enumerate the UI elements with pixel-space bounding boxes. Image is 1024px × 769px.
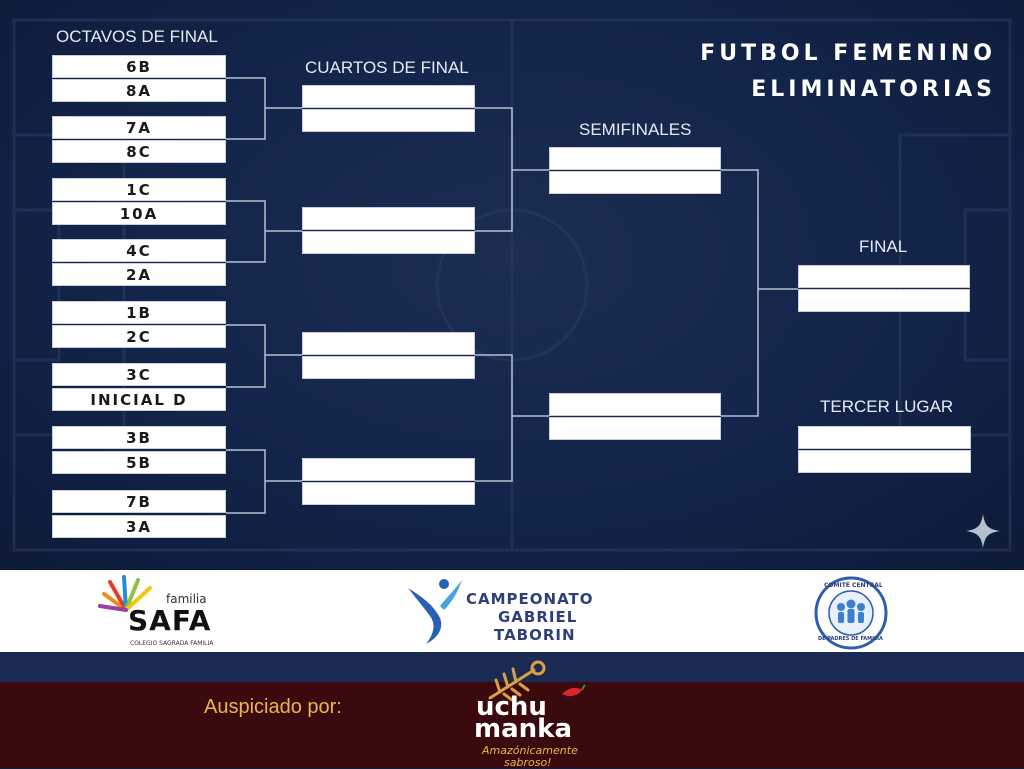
cuartos-slot [302, 231, 475, 254]
team-slot: 3A [52, 515, 226, 538]
team-slot: 2A [52, 263, 226, 286]
team-slot: 6B [52, 55, 226, 78]
label-cuartos: CUARTOS DE FINAL [305, 58, 469, 77]
final-slot [798, 289, 970, 312]
safa-logo: familia SAFA COLEGIO SAGRADA FAMILIA [96, 574, 216, 650]
cuartos-slot [302, 207, 475, 230]
comite-seal-icon [814, 576, 888, 650]
team-slot: 3C [52, 363, 226, 386]
safa-name-text: SAFA [128, 604, 212, 637]
comite-logo: COMITÉ CENTRAL DE PADRES DE FAMILIA [814, 576, 888, 650]
tagline-line2: sabroso! [504, 756, 552, 769]
semifinal-slot [549, 171, 721, 194]
sponsor-strip: familia SAFA COLEGIO SAGRADA FAMILIA CAM… [0, 570, 1024, 652]
title-line-2: ELIMINATORIAS [751, 77, 996, 102]
uchumanka-logo: uchu manka Amazónicamente sabroso! [462, 660, 592, 769]
cuartos-slot [302, 332, 475, 355]
cuartos-slot [302, 109, 475, 132]
team-slot: 1B [52, 301, 226, 324]
bracket-area: FUTBOL FEMENINO ELIMINATORIAS OCTAVOS DE… [0, 0, 1024, 570]
safa-familia-text: familia [166, 592, 207, 606]
sparkle-icon [966, 514, 1000, 548]
team-slot: 5B [52, 451, 226, 474]
page-title: FUTBOL FEMENINO ELIMINATORIAS [700, 36, 996, 108]
team-slot: 4C [52, 239, 226, 262]
cuartos-slot [302, 356, 475, 379]
comite-top-text: COMITÉ CENTRAL [824, 582, 883, 589]
label-final: FINAL [859, 237, 908, 256]
uchu-text: uchu [476, 692, 547, 722]
team-slot: 7B [52, 490, 226, 513]
team-slot: 10A [52, 202, 226, 225]
bracket-connectors [226, 77, 798, 514]
team-slot: 2C [52, 325, 226, 348]
team-slot: INICIAL D [52, 388, 226, 411]
tagline-line1: Amazónicamente [482, 744, 578, 757]
tercer-lugar-slot [798, 426, 971, 449]
team-slot: 8A [52, 79, 226, 102]
semifinal-slot [549, 393, 721, 416]
team-slot: 7A [52, 116, 226, 139]
auspiciado-label: Auspiciado por: [204, 696, 342, 718]
cuartos-slot [302, 85, 475, 108]
label-semifinales: SEMIFINALES [579, 120, 692, 139]
footer: Auspiciado por: uchu manka Amazónicament… [0, 660, 1024, 769]
tercer-lugar-slot [798, 450, 971, 473]
team-slot: 8C [52, 140, 226, 163]
cuartos-slot [302, 482, 475, 505]
semifinal-slot [549, 147, 721, 170]
team-slot: 3B [52, 426, 226, 449]
chili-pepper-icon [562, 684, 586, 697]
campeonato-line3: TABORIN [494, 626, 576, 644]
divider-band [0, 652, 1024, 682]
title-line-1: FUTBOL FEMENINO [700, 41, 996, 66]
final-slot [798, 265, 970, 288]
campeonato-line2: GABRIEL [498, 608, 578, 626]
label-octavos: OCTAVOS DE FINAL [56, 27, 218, 46]
safa-sub-text: COLEGIO SAGRADA FAMILIA [130, 640, 214, 647]
campeonato-logo: CAMPEONATO GABRIEL TABORIN [404, 576, 634, 648]
comite-bottom-text: DE PADRES DE FAMILIA [818, 636, 883, 642]
label-tercer-lugar: TERCER LUGAR [820, 397, 954, 416]
team-slot: 1C [52, 178, 226, 201]
cuartos-slot [302, 458, 475, 481]
semifinal-slot [549, 417, 721, 440]
safa-burst-icon [98, 575, 152, 612]
fishbone-icon [488, 660, 546, 702]
manka-text: manka [474, 714, 572, 744]
runner-icon [408, 579, 462, 644]
campeonato-line1: CAMPEONATO [466, 590, 594, 608]
